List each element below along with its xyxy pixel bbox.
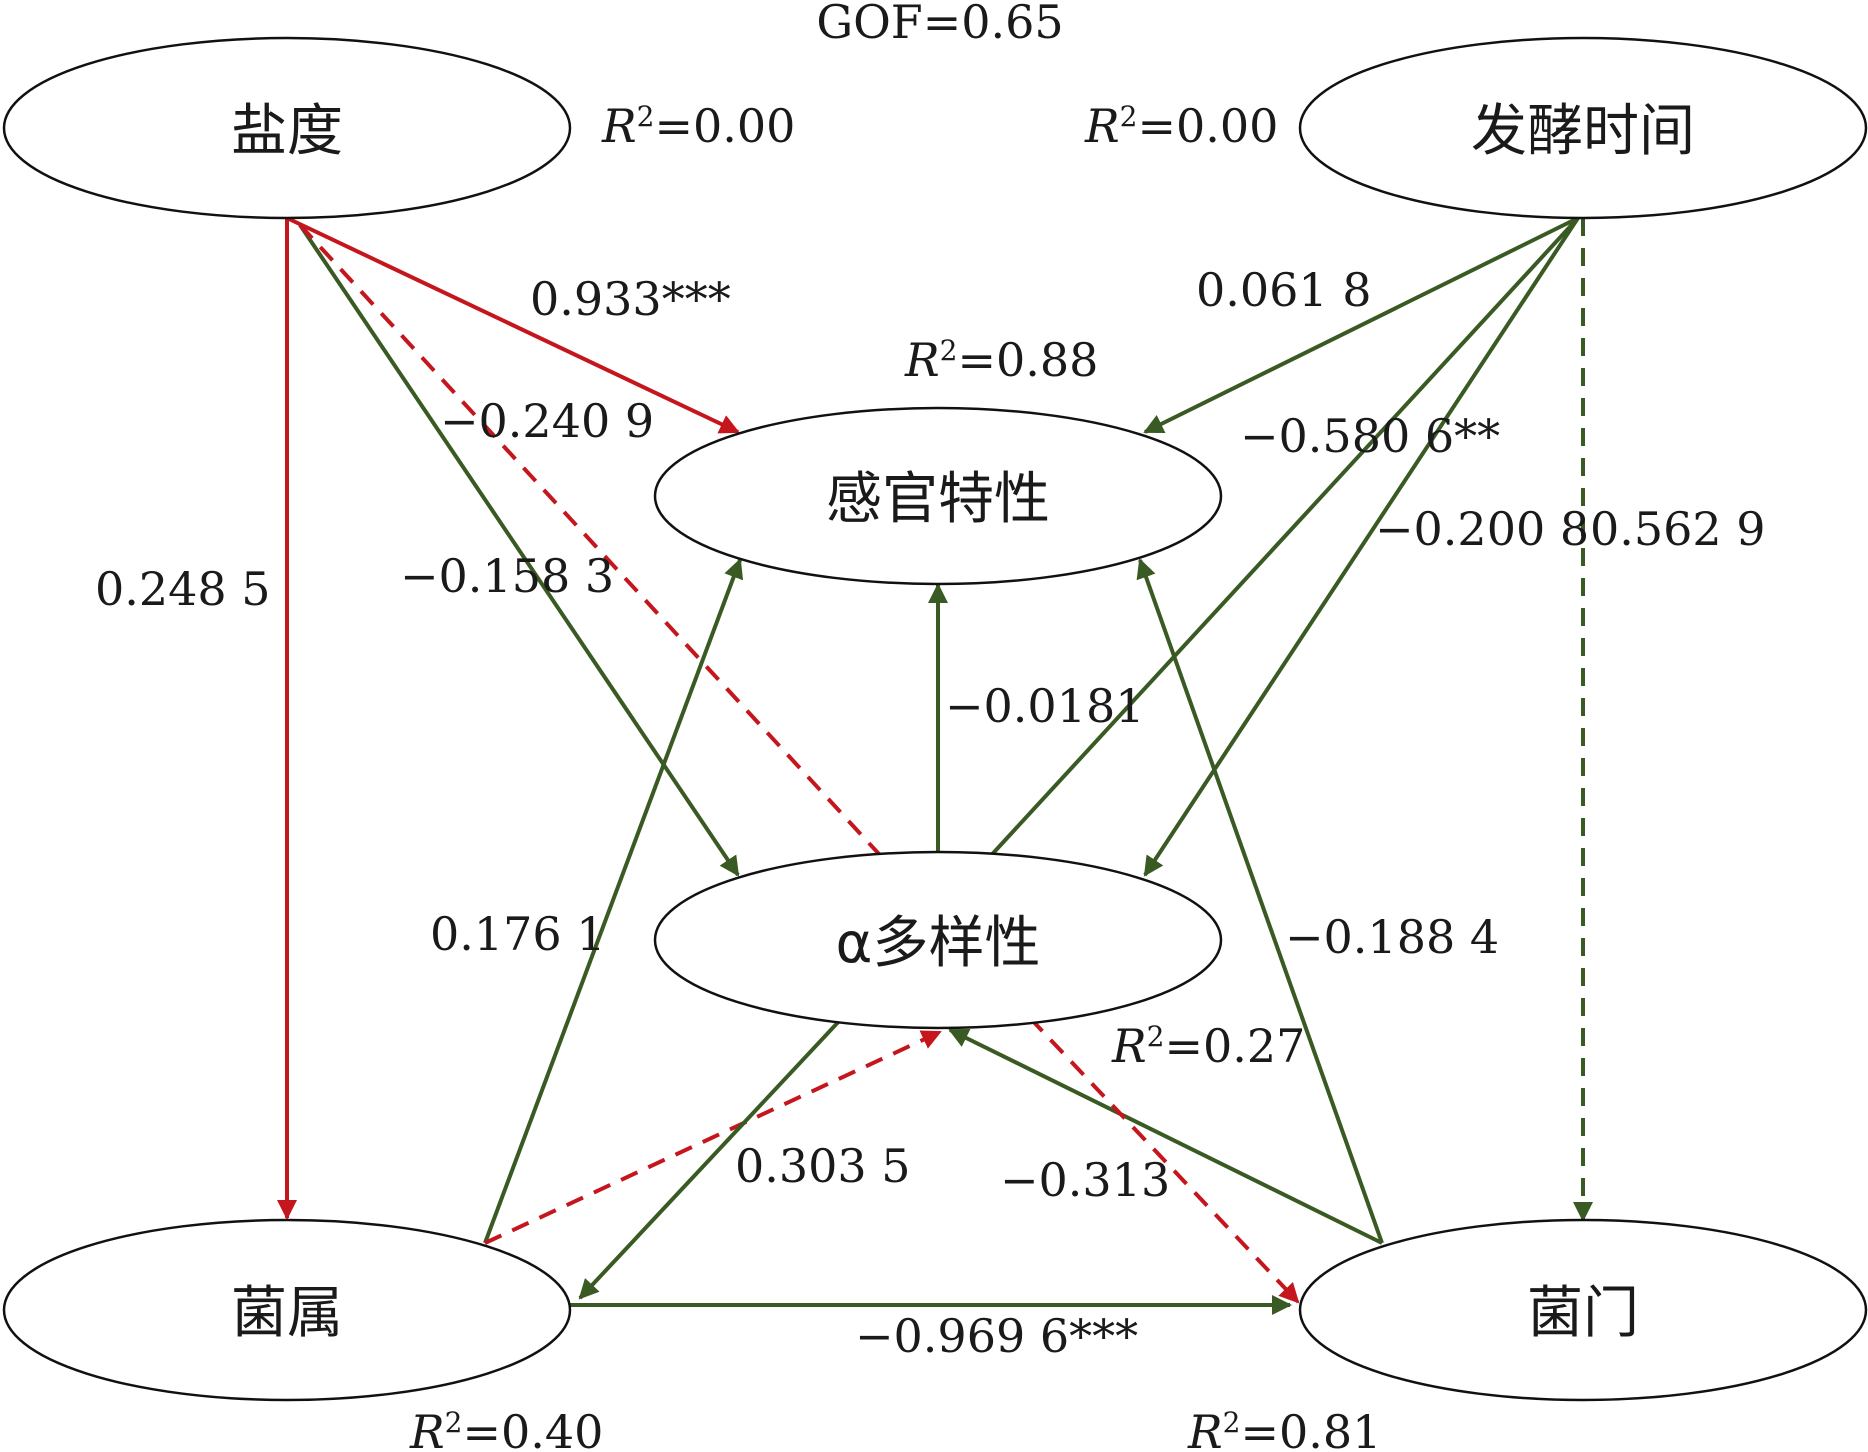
edge-alpha-phylum [1028, 1016, 1300, 1304]
node-label-alpha: α多样性 [836, 911, 1041, 976]
node-label-fermentation-time: 发酵时间 [1471, 99, 1695, 164]
edge-genus-alpha [484, 1030, 942, 1245]
coef-salinity-alpha: −0.158 3 [400, 549, 614, 603]
edges [277, 216, 1593, 1315]
coef-fermentation-genus: −0.580 6** [1240, 409, 1500, 463]
r2-salinity: R2=0.00 [601, 99, 795, 153]
coef-genus-sensory: 0.176 1 [430, 907, 606, 961]
edge-genus-sensory [483, 558, 744, 1244]
node-label-genus: 菌属 [231, 1281, 343, 1346]
node-salinity: 盐度 [2, 36, 572, 220]
r2-fermentation-time: R2=0.00 [1084, 99, 1278, 153]
coef-salinity-dashed: −0.240 9 [440, 394, 654, 448]
coef-phylum-sensory: −0.188 4 [1285, 910, 1499, 964]
node-alpha: α多样性 [653, 850, 1223, 1030]
coef-fermentation-sensory: 0.061 8 [1196, 263, 1372, 317]
r2-phylum: R2=0.81 [1187, 1405, 1381, 1452]
coef-fermentation-phylum: 0.562 9 [1590, 502, 1766, 556]
coef-fermentation-alpha: −0.200 8 [1375, 502, 1589, 556]
r2-alpha: R2=0.27 [1111, 1019, 1305, 1073]
coef-salinity-genus: 0.248 5 [95, 562, 271, 616]
node-fermentation-time: 发酵时间 [1298, 36, 1868, 220]
coef-alpha-sensory: −0.0181 [945, 679, 1145, 733]
node-label-phylum: 菌门 [1527, 1281, 1639, 1346]
edge-salinity-alpha-dashed [298, 223, 892, 868]
coef-genus-alpha: 0.303 5 [735, 1139, 911, 1193]
r2-sensory: R2=0.88 [904, 333, 1098, 387]
edge-fermentation-alpha-2 [983, 216, 1580, 864]
edge-fermentation-alpha [1143, 216, 1580, 877]
node-label-salinity: 盐度 [231, 99, 343, 164]
node-sensory: 感官特性 [653, 406, 1223, 586]
node-phylum: 菌门 [1298, 1218, 1868, 1402]
coef-salinity-sensory: 0.933*** [530, 272, 731, 326]
coef-phylum-alpha: −0.313 [1000, 1153, 1170, 1207]
edge-phylum-sensory [1136, 558, 1384, 1244]
edge-salinity-sensory [286, 216, 740, 434]
edge-fermentation-sensory [1143, 216, 1579, 434]
node-genus: 菌属 [2, 1218, 572, 1402]
node-label-sensory: 感官特性 [826, 467, 1050, 532]
edge-phylum-alpha [948, 1028, 1383, 1245]
r2-genus: R2=0.40 [409, 1405, 603, 1452]
gof-title: GOF=0.65 [816, 0, 1063, 49]
edge-salinity-alpha [298, 223, 740, 877]
edge-alpha-genus [578, 1016, 844, 1300]
coef-genus-phylum: −0.969 6*** [855, 1309, 1138, 1363]
